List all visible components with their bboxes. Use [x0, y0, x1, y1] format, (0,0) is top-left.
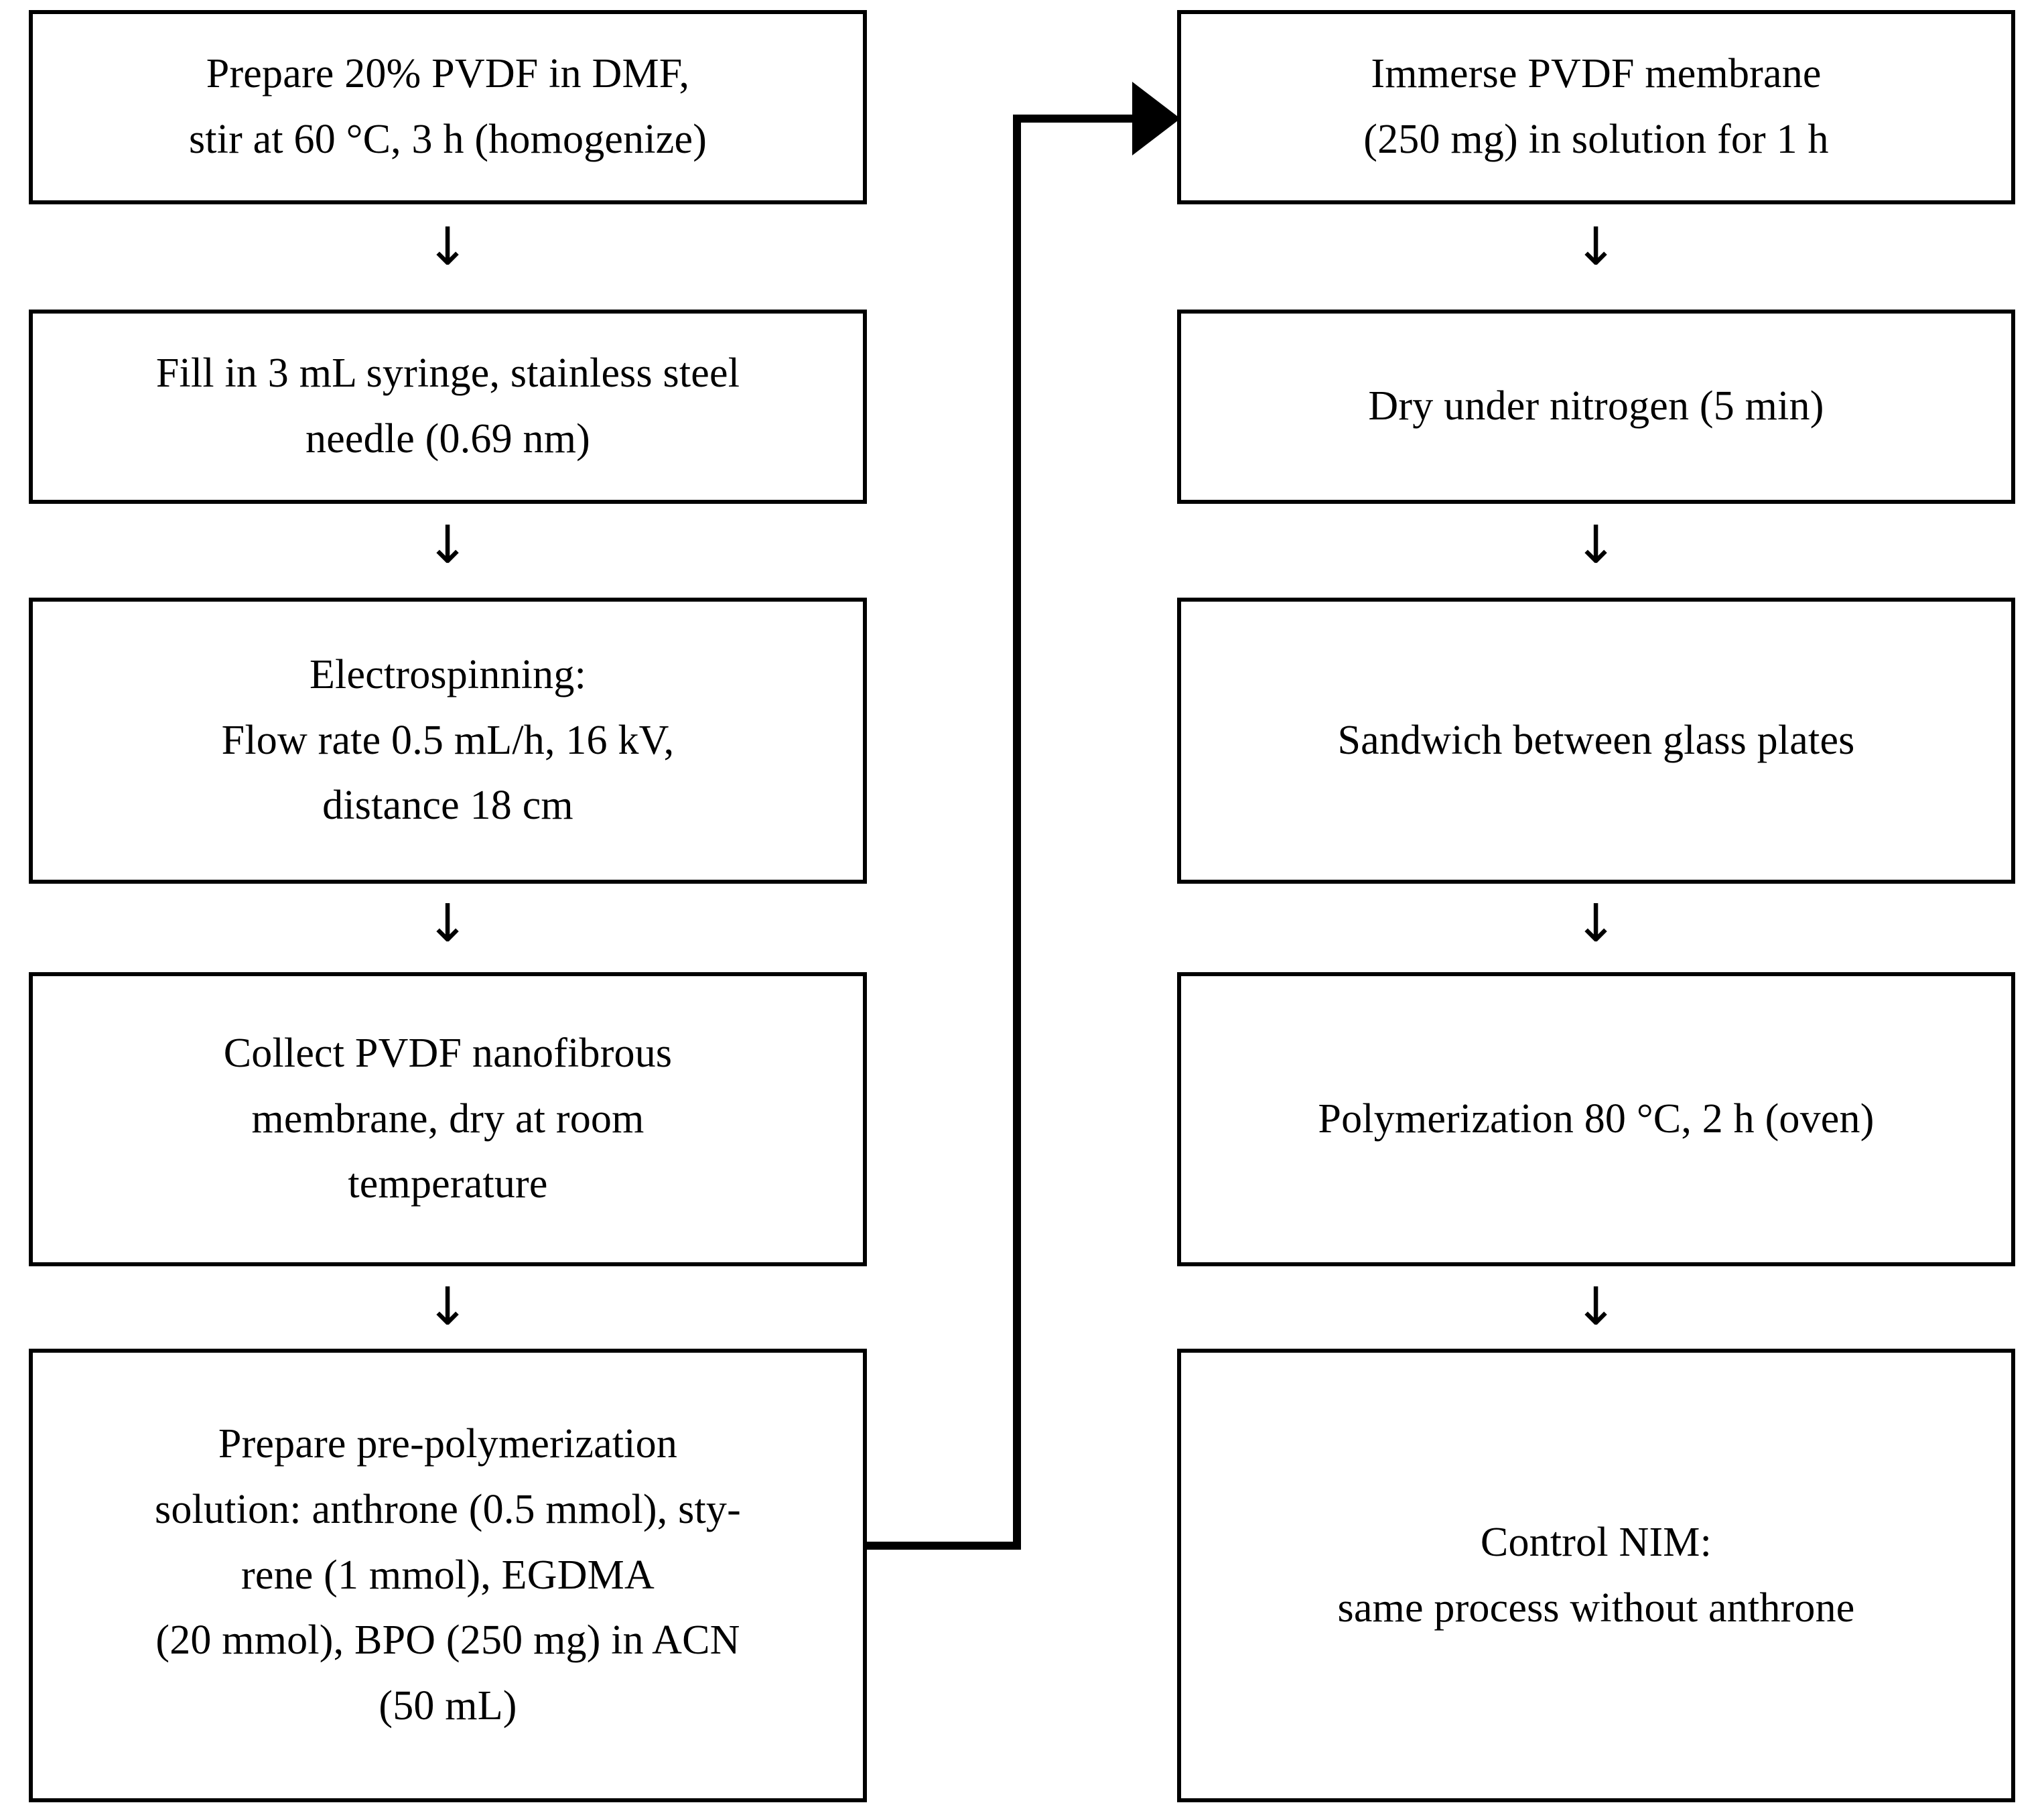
- down-arrow-icon: ↓: [1574, 217, 1618, 277]
- down-arrow-icon: ↓: [425, 1277, 470, 1337]
- node-text-line: (20 mmol), BPO (250 mg) in ACN: [155, 1617, 740, 1664]
- node-polymerization: Polymerization 80 °C, 2 h (oven): [1177, 972, 2015, 1266]
- node-text-line: Electrospinning:: [309, 651, 586, 697]
- node-text-line: needle (0.69 nm): [305, 416, 590, 462]
- node-text-line: membrane, dry at room: [251, 1095, 644, 1142]
- down-arrow-icon: ↓: [1574, 515, 1618, 576]
- node-text-line: Prepare pre-polymerization: [218, 1420, 678, 1467]
- connector-elbow-horizontal-bottom: [867, 1542, 1021, 1550]
- node-sandwich-glass-plates: Sandwich between glass plates: [1177, 598, 2015, 884]
- node-text-line: same process without anthrone: [1337, 1585, 1855, 1631]
- node-collect-membrane: Collect PVDF nanofibrous membrane, dry a…: [29, 972, 867, 1266]
- node-text-line: rene (1 mmol), EGDMA: [241, 1552, 655, 1598]
- node-control-nim: Control NIM: same process without anthro…: [1177, 1349, 2015, 1802]
- node-electrospinning: Electrospinning: Flow rate 0.5 mL/h, 16 …: [29, 598, 867, 884]
- node-text-line: Control NIM:: [1480, 1519, 1712, 1565]
- node-text-line: Dry under nitrogen (5 min): [1368, 383, 1824, 429]
- node-text-line: distance 18 cm: [322, 783, 573, 829]
- node-fill-syringe: Fill in 3 mL syringe, stainless steel ne…: [29, 310, 867, 504]
- connector-elbow-horizontal-top: [1013, 115, 1140, 123]
- down-arrow-icon: ↓: [1574, 894, 1618, 954]
- node-text-line: Sandwich between glass plates: [1337, 717, 1855, 763]
- node-text-line: Collect PVDF nanofibrous: [223, 1030, 673, 1076]
- node-immerse-membrane: Immerse PVDF membrane (250 mg) in soluti…: [1177, 10, 2015, 204]
- connector-elbow-vertical: [1013, 119, 1021, 1550]
- node-text-line: Prepare 20% PVDF in DMF,: [206, 51, 690, 97]
- node-text-line: stir at 60 °C, 3 h (homogenize): [188, 117, 707, 162]
- node-text-line: Immerse PVDF membrane: [1371, 51, 1822, 97]
- node-text-line: (250 mg) in solution for 1 h: [1363, 117, 1829, 162]
- down-arrow-icon: ↓: [425, 894, 470, 954]
- down-arrow-icon: ↓: [1574, 1277, 1618, 1337]
- node-prepare-pvdf-solution: Prepare 20% PVDF in DMF, stir at 60 °C, …: [29, 10, 867, 204]
- node-prepare-prepolymerization-solution: Prepare pre-polymerization solution: ant…: [29, 1349, 867, 1802]
- node-text-line: (50 mL): [379, 1683, 517, 1729]
- node-text-line: temperature: [348, 1161, 548, 1207]
- node-text-line: Fill in 3 mL syringe, stainless steel: [155, 350, 740, 397]
- node-text-line: Polymerization 80 °C, 2 h (oven): [1318, 1095, 1875, 1142]
- node-text-line: Flow rate 0.5 mL/h, 16 kV,: [221, 717, 675, 763]
- down-arrow-icon: ↓: [425, 515, 470, 576]
- node-text-line: solution: anthrone (0.5 mmol), sty-: [155, 1486, 741, 1532]
- arrowhead-right-icon: [1132, 82, 1180, 155]
- node-dry-under-nitrogen: Dry under nitrogen (5 min): [1177, 310, 2015, 504]
- down-arrow-icon: ↓: [425, 217, 470, 277]
